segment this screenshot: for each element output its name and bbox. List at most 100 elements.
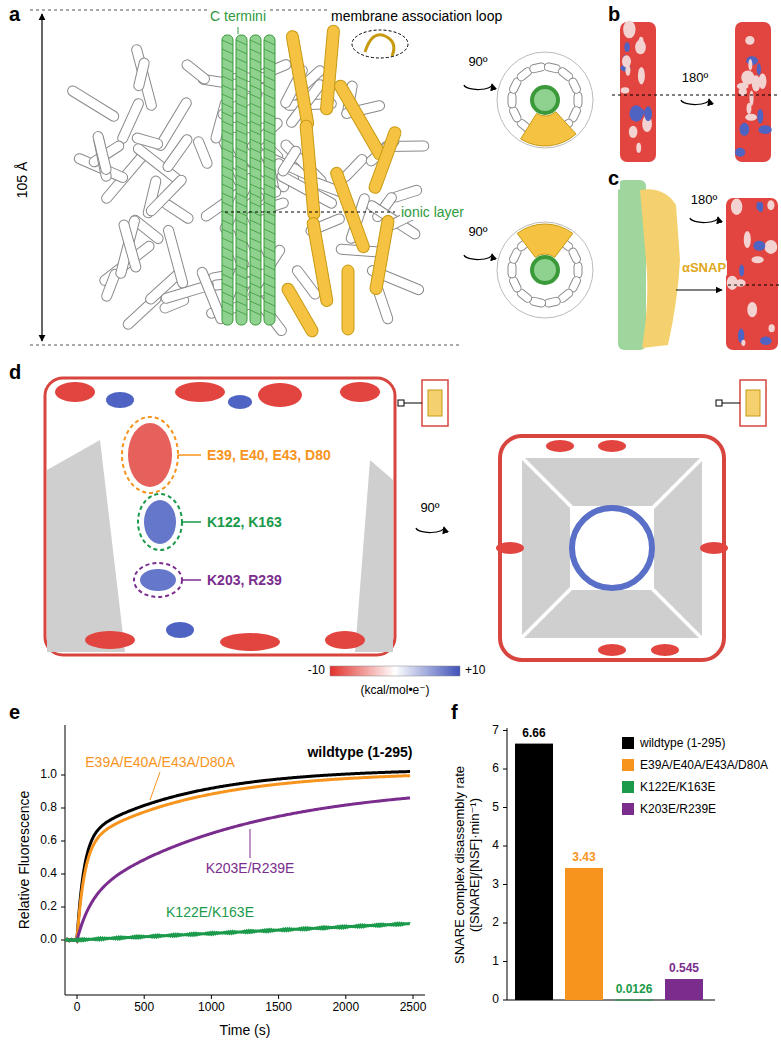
helix-stripe — [250, 310, 261, 315]
legend-row: K122E/K163E — [622, 776, 768, 798]
rate-bar — [565, 868, 603, 1000]
helix-stripe — [236, 103, 247, 108]
cut-section — [47, 440, 125, 652]
dimension-label: 105 Å — [14, 161, 30, 200]
helix-stripe — [250, 94, 261, 99]
helix-stripe — [250, 130, 261, 135]
tick-label: 0.4 — [39, 867, 58, 881]
helix-stripe — [264, 301, 275, 306]
helix-stripe — [250, 58, 261, 63]
helix-stripe — [250, 256, 261, 261]
nsf-helix — [66, 84, 121, 123]
helix-stripe — [236, 166, 247, 171]
helix-stripe — [264, 121, 275, 126]
series-label: E39A/E40A/E43A/D80A — [84, 754, 235, 770]
tick — [345, 995, 346, 999]
kinetic-trace — [65, 924, 410, 941]
axis-title: Time (s) — [219, 1022, 272, 1038]
surface-patch — [55, 382, 95, 402]
helix-stripe — [236, 184, 247, 189]
view-inset — [398, 380, 448, 426]
surface-patch — [546, 440, 574, 452]
axis-line — [728, 285, 780, 286]
surface-patch — [624, 42, 629, 52]
helix-stripe — [264, 130, 275, 135]
surface-patch — [757, 63, 761, 75]
helix-stripe — [236, 292, 247, 297]
helix-stripe — [236, 49, 247, 54]
nsf-helix — [118, 219, 142, 273]
asnap-sector — [517, 224, 573, 257]
inset-protein — [746, 390, 760, 416]
surface-patch — [747, 103, 752, 114]
helix-stripe — [250, 229, 261, 234]
helix-stripe — [264, 157, 275, 162]
helix-stripe — [264, 202, 275, 207]
surface-patch — [598, 644, 626, 656]
nsf-helix — [529, 62, 546, 73]
helix-stripe — [236, 175, 247, 180]
helix-stripe — [222, 175, 233, 180]
nsf-helix — [574, 92, 582, 108]
helix-stripe — [264, 103, 275, 108]
helix-stripe — [222, 247, 233, 252]
helix-stripe — [250, 184, 261, 189]
kinetic-trace — [65, 772, 410, 941]
helix-stripe — [236, 229, 247, 234]
helix-stripe — [250, 67, 261, 72]
helix-stripe — [250, 166, 261, 171]
legend-row: E39A/E40A/E43A/D80A — [622, 754, 768, 776]
cut-section — [522, 460, 570, 635]
asnap-helix — [332, 78, 387, 162]
helix-stripe — [236, 310, 247, 315]
surface-outline — [500, 436, 724, 660]
tick — [503, 884, 507, 885]
electrostatic-surface — [726, 198, 778, 350]
asnap-helix — [369, 215, 395, 296]
scale-label: -10 — [307, 664, 326, 678]
helix-stripe — [222, 67, 233, 72]
helix-stripe — [222, 256, 233, 261]
residue-label: K203, R239 — [206, 572, 283, 588]
axis-title: SNARE complex disassembly rate ([SNARE]/… — [453, 734, 483, 996]
residue-label: E39, E40, E43, D80 — [206, 447, 332, 463]
tick-label: 0.6 — [39, 834, 58, 848]
helix-stripe — [222, 166, 233, 171]
legend-text: wildtype (1-295) — [640, 736, 725, 750]
helix-stripe — [250, 292, 261, 297]
tick-label: 4 — [491, 839, 500, 853]
tick-label: 2500 — [399, 1001, 428, 1015]
tick — [278, 995, 279, 999]
helix-stripe — [222, 310, 233, 315]
surface-patch — [623, 20, 635, 38]
y-axis — [65, 725, 66, 995]
tick-label: 6 — [491, 762, 500, 776]
asnap-helix — [342, 265, 354, 335]
surface-patch — [767, 200, 774, 210]
helix-stripe — [264, 139, 275, 144]
series-label: K203E/R239E — [205, 860, 296, 876]
tick-label: 0.0 — [39, 933, 58, 947]
surface-patch — [769, 324, 775, 332]
surface-patch — [745, 36, 754, 45]
helix-stripe — [250, 202, 261, 207]
tick-label: 1500 — [264, 1001, 293, 1015]
annotation-label: ionic layer — [400, 204, 465, 220]
color-scale-bar — [330, 666, 460, 676]
tick — [503, 807, 507, 808]
helix-stripe — [250, 274, 261, 279]
helix-stripe — [236, 139, 247, 144]
helix-stripe — [250, 103, 261, 108]
helix-stripe — [222, 148, 233, 153]
helix-stripe — [236, 157, 247, 162]
helix-stripe — [236, 193, 247, 198]
cutaway-surface — [45, 378, 395, 655]
inset-frame — [740, 380, 766, 426]
tick — [211, 995, 212, 999]
snare-helix — [236, 35, 247, 325]
helix-stripe — [250, 247, 261, 252]
kinetic-trace — [65, 798, 410, 941]
helix-stripe — [264, 166, 275, 171]
snare-ring — [532, 87, 558, 113]
asnap-helix — [285, 30, 314, 131]
